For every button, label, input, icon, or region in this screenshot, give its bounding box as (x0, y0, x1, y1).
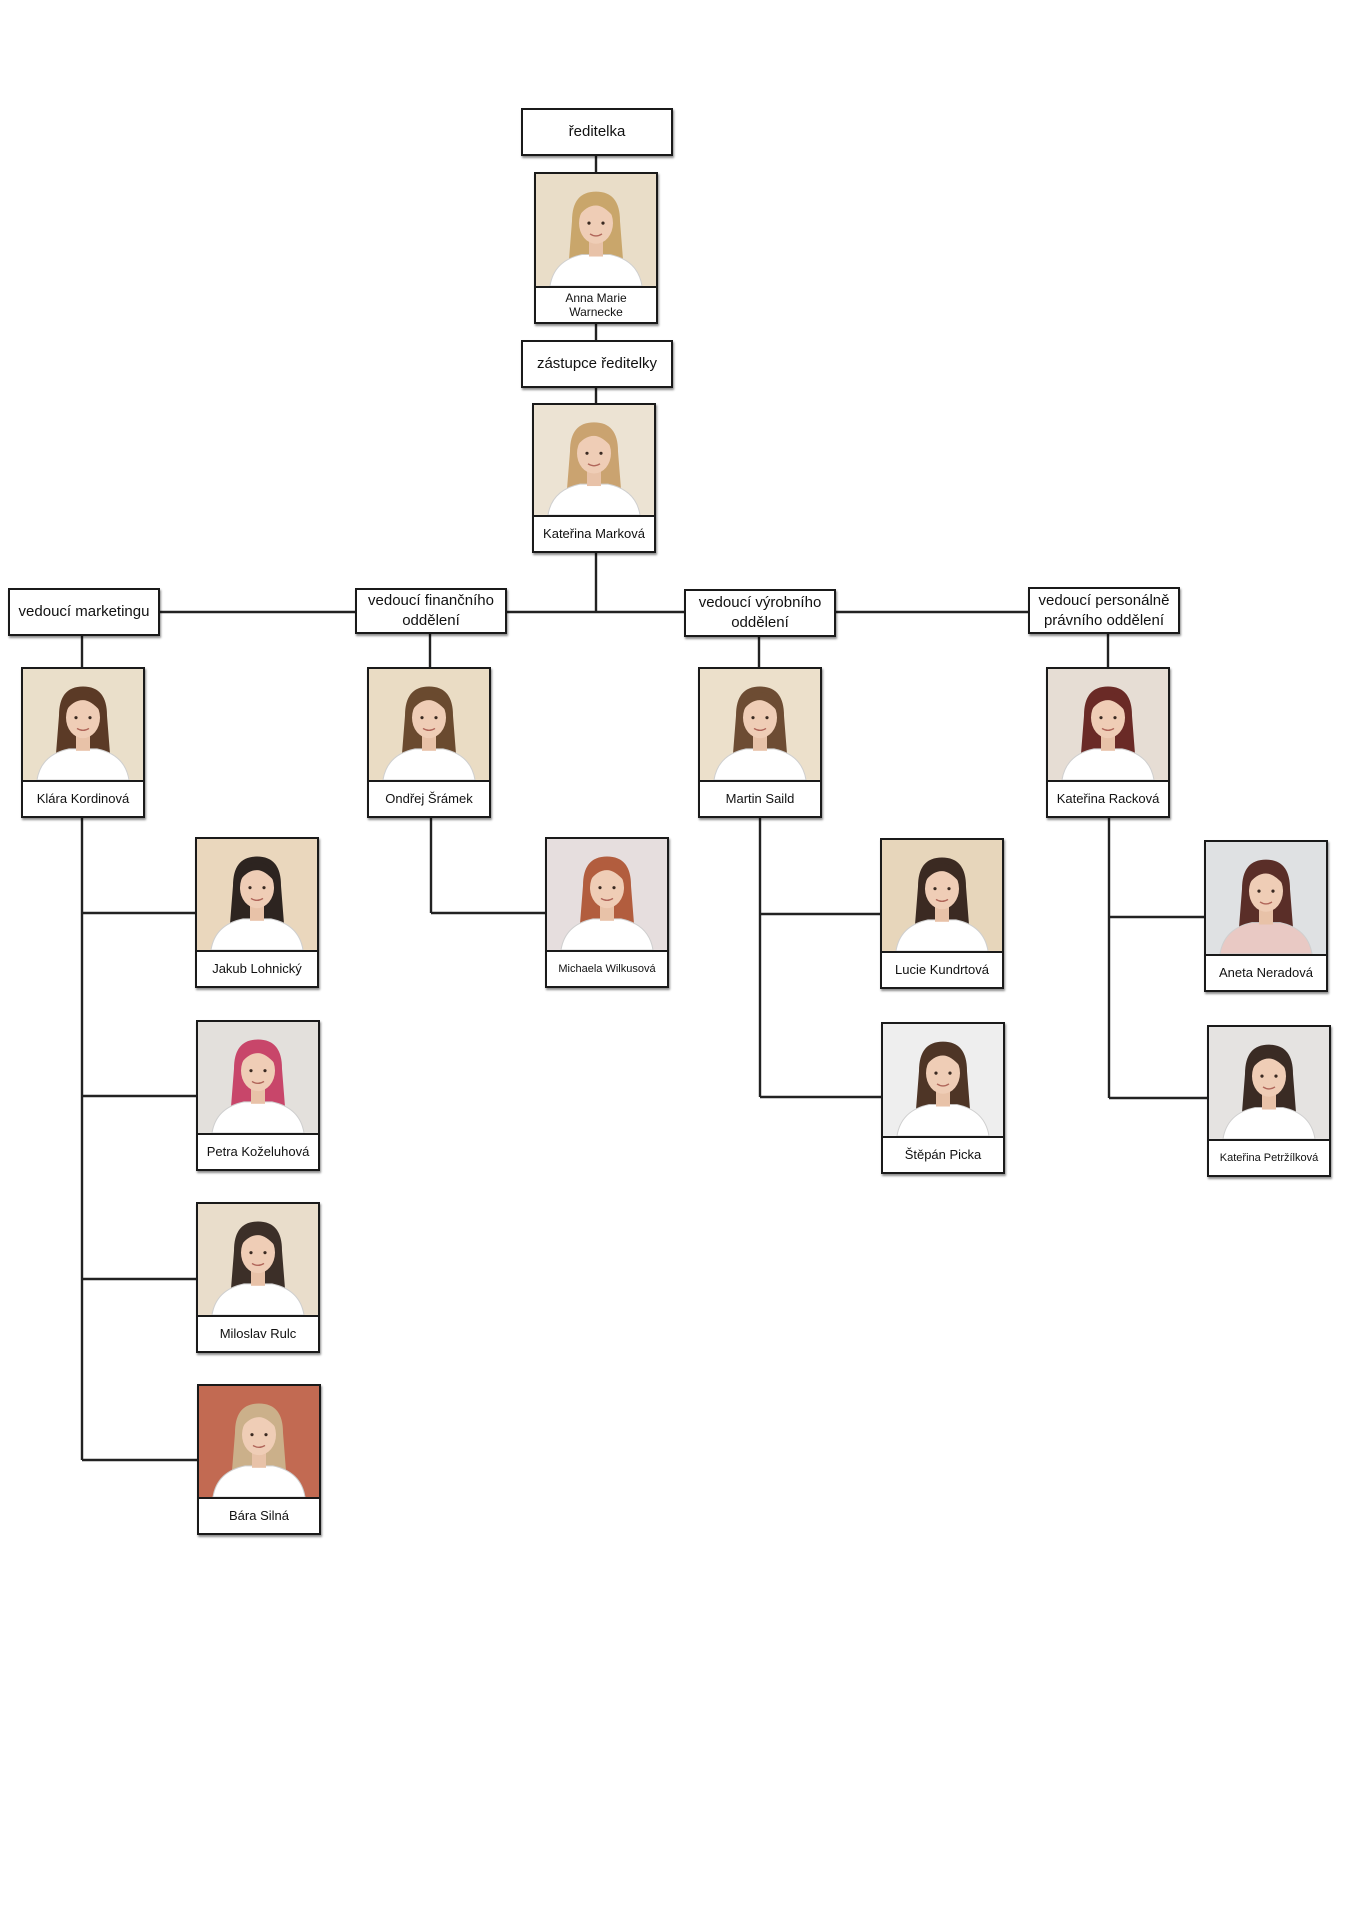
person-name: Ondřej Šrámek (385, 791, 473, 806)
person-card-director: Anna Marie Warnecke (534, 172, 658, 324)
person-card-finance-head: Ondřej Šrámek (367, 667, 491, 818)
person-name: Miloslav Rulc (219, 1326, 297, 1341)
role-hr-box: vedoucí personálně právního oddělení (1028, 587, 1180, 634)
person-name: Petra Koželuhová (206, 1144, 310, 1159)
portrait-illustration (23, 669, 143, 780)
person-card-finance-1: Michaela Wilkusová (545, 837, 669, 988)
portrait-illustration (198, 1204, 318, 1315)
portrait-photo (700, 669, 820, 782)
person-card-marketing-1: Jakub Lohnický (195, 837, 319, 988)
portrait-photo (23, 669, 143, 782)
person-name: Jakub Lohnický (212, 961, 302, 976)
person-card-production-1: Lucie Kundrtová (880, 838, 1004, 989)
person-name: Kateřina Petržílková (1219, 1152, 1319, 1164)
portrait-illustration (199, 1386, 319, 1497)
portrait-illustration (700, 669, 820, 780)
person-card-production-head: Martin Saild (698, 667, 822, 818)
portrait-illustration (534, 405, 654, 515)
portrait-illustration (1209, 1027, 1329, 1139)
portrait-illustration (1048, 669, 1168, 780)
role-marketing-box: vedoucí marketingu (8, 588, 160, 636)
portrait-photo (534, 405, 654, 517)
person-name: Anna Marie Warnecke (565, 291, 627, 319)
portrait-photo (1206, 842, 1326, 956)
person-card-production-2: Štěpán Picka (881, 1022, 1005, 1174)
role-finance-label: vedoucí finančního oddělení (368, 592, 494, 629)
portrait-illustration (883, 1024, 1003, 1136)
role-deputy-label: zástupce ředitelky (536, 355, 658, 372)
person-name: Štěpán Picka (904, 1147, 982, 1162)
person-card-hr-1: Aneta Neradová (1204, 840, 1328, 992)
portrait-illustration (536, 174, 656, 286)
portrait-photo (369, 669, 489, 782)
portrait-photo (882, 840, 1002, 953)
role-production-box: vedoucí výrobního oddělení (684, 589, 836, 637)
portrait-illustration (882, 840, 1002, 951)
person-name: Michaela Wilkusová (558, 963, 656, 975)
person-card-marketing-3: Miloslav Rulc (196, 1202, 320, 1353)
person-card-marketing-4: Bára Silná (197, 1384, 321, 1535)
portrait-photo (199, 1386, 319, 1499)
portrait-photo (198, 1022, 318, 1135)
person-name: Kateřina Racková (1056, 791, 1160, 806)
person-name: Martin Saild (725, 791, 795, 806)
person-name: Aneta Neradová (1219, 965, 1313, 980)
portrait-photo (1209, 1027, 1329, 1141)
portrait-illustration (369, 669, 489, 780)
portrait-illustration (197, 839, 317, 950)
portrait-illustration (1206, 842, 1326, 954)
portrait-photo (547, 839, 667, 952)
role-marketing-label: vedoucí marketingu (18, 603, 150, 620)
person-card-marketing-2: Petra Koželuhová (196, 1020, 320, 1171)
person-name: Klára Kordinová (36, 791, 130, 806)
role-finance-box: vedoucí finančního oddělení (355, 588, 507, 634)
portrait-photo (198, 1204, 318, 1317)
portrait-photo (1048, 669, 1168, 782)
role-hr-label: vedoucí personálně právního oddělení (1038, 591, 1170, 629)
person-name: Kateřina Marková (543, 526, 645, 541)
portrait-photo (197, 839, 317, 952)
person-card-deputy: Kateřina Marková (532, 403, 656, 553)
person-name: Bára Silná (229, 1508, 289, 1523)
person-name: Lucie Kundrtová (895, 962, 989, 977)
person-card-hr-2: Kateřina Petržílková (1207, 1025, 1331, 1177)
role-director-box: ředitelka (521, 108, 673, 156)
portrait-photo (536, 174, 656, 288)
role-deputy-box: zástupce ředitelky (521, 340, 673, 388)
portrait-photo (883, 1024, 1003, 1138)
person-card-marketing-head: Klára Kordinová (21, 667, 145, 818)
portrait-illustration (198, 1022, 318, 1133)
portrait-illustration (547, 839, 667, 950)
role-director-label: ředitelka (568, 123, 626, 140)
person-card-hr-head: Kateřina Racková (1046, 667, 1170, 818)
role-production-label: vedoucí výrobního oddělení (698, 594, 822, 631)
